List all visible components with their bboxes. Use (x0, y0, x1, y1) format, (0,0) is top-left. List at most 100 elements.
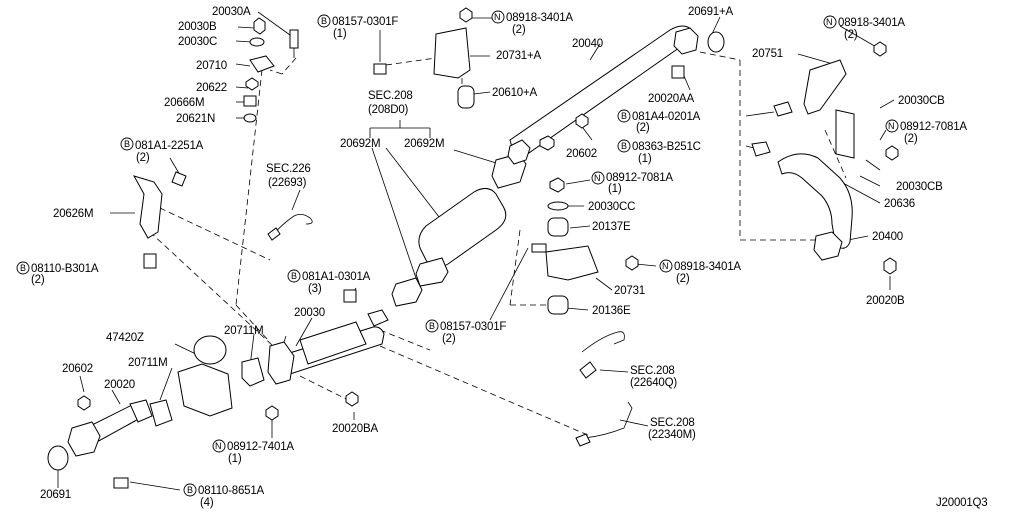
nut-08918-3401A-mid: N 08918-3401A (2) (659, 259, 742, 285)
label-20636: 20636 (884, 198, 915, 210)
bolt-ref-circle-icon (120, 137, 134, 151)
nut-ref-circle-icon (885, 119, 899, 133)
bolt-08363-B251C: B 08363-B251C (1) (617, 139, 701, 165)
bolt-ref-circle-icon (425, 319, 439, 333)
label-sec208-b-sub: (22340M) (648, 429, 696, 441)
label-20040: 20040 (572, 38, 603, 50)
label-20691: 20691 (40, 489, 71, 501)
ref-letter-b: B (621, 141, 627, 151)
nut-08912-7081A-right: N 08912-7081A (2) (885, 119, 968, 145)
bolt-ref-circle-icon (183, 483, 197, 497)
ref-letter-b: B (621, 111, 627, 121)
ref-letter-n: N (215, 441, 222, 451)
label-08918-3401A-right: 08918-3401A (838, 17, 905, 29)
ref-letter-b: B (291, 271, 297, 281)
label-20020B: 20020B (866, 295, 905, 307)
label-20731: 20731 (614, 285, 645, 297)
label-20030CB-b: 20030CB (896, 181, 943, 193)
label-08157-0301F-mid: 08157-0301F (440, 321, 506, 333)
qty-08918-3401A-mid: (2) (676, 273, 690, 285)
nut-ref-circle-icon (591, 171, 605, 185)
label-20602-right: 20602 (566, 148, 597, 160)
qty-08157-0301F-top: (1) (333, 28, 347, 40)
label-08157-0301F-top: 08157-0301F (332, 16, 398, 28)
label-081A1-0301A: 081A1-0301A (302, 271, 371, 283)
nut-ref-circle-icon (823, 15, 837, 29)
label-08110-8651A: 08110-8651A (198, 485, 265, 497)
qty-08918-3401A-top: (2) (512, 24, 526, 36)
nut-ref-circle-icon (212, 439, 226, 453)
qty-08918-3401A-right: (2) (844, 29, 858, 41)
label-20602-left: 20602 (62, 363, 93, 375)
bolt-08157-0301F-top: B 08157-0301F (1) (317, 14, 399, 40)
ref-letter-n: N (662, 261, 669, 271)
label-08912-7081A-right: 08912-7081A (900, 121, 967, 133)
label-08918-3401A-top: 08918-3401A (506, 12, 573, 24)
label-sec208-a: SEC.208 (630, 365, 675, 377)
nut-08918-3401A-top: N 08918-3401A (2) (491, 10, 574, 36)
bolt-08157-0301F-mid: B 08157-0301F (2) (425, 319, 507, 345)
ref-letter-b: B (124, 139, 130, 149)
bolt-08110-B301A: B 08110-B301A (2) (16, 261, 99, 286)
ref-letter-n: N (494, 12, 501, 22)
qty-081A1-0301A: (3) (308, 283, 322, 295)
nut-ref-circle-icon (659, 259, 673, 273)
bolt-ref-circle-icon (617, 109, 631, 123)
qty-08912-7401A: (1) (228, 453, 242, 465)
label-20400: 20400 (872, 231, 903, 243)
label-20137E: 20137E (592, 221, 631, 233)
label-20030B: 20030B (178, 21, 217, 33)
label-sec208-a-sub: (22640Q) (630, 377, 677, 389)
label-sec226-sub: (22693) (268, 177, 307, 189)
bolt-ref-circle-icon (16, 261, 30, 275)
bolt-ref-circle-icon (287, 269, 301, 283)
nut-ref-circle-icon (491, 10, 505, 24)
qty-081A4-0201A: (2) (636, 122, 650, 134)
nut-08912-7401A: N 08912-7401A (1) (212, 439, 295, 465)
label-20622: 20622 (196, 82, 227, 94)
label-08363-B251C: 08363-B251C (632, 141, 701, 153)
label-08912-7081A-mid: 08912-7081A (606, 172, 673, 184)
label-sec208-top-sub: (208D0) (368, 104, 409, 116)
ref-letter-b: B (429, 321, 435, 331)
label-08110-B301A: 08110-B301A (31, 263, 99, 275)
nut-08912-7081A-mid: N 08912-7081A (1) (591, 171, 674, 195)
bolt-081A1-2251A: B 081A1-2251A (2) (120, 137, 204, 164)
qty-08157-0301F-mid: (2) (442, 333, 456, 345)
ref-letter-n: N (594, 173, 601, 183)
label-20626M: 20626M (53, 208, 93, 220)
ref-letter-b: B (321, 16, 327, 26)
ref-letter-n: N (888, 121, 895, 131)
qty-081A1-2251A: (2) (136, 152, 150, 164)
label-20030CC: 20030CC (588, 201, 635, 213)
label-20020: 20020 (104, 379, 135, 391)
label-20751: 20751 (752, 48, 783, 60)
label-20711M-b: 20711M (128, 357, 168, 369)
label-20692M-b: 20692M (404, 138, 444, 150)
leader-lines (57, 11, 895, 491)
label-20030CB-a: 20030CB (898, 95, 945, 107)
label-20030C: 20030C (178, 36, 217, 48)
bolt-ref-circle-icon (317, 14, 331, 28)
nut-08918-3401A-right: N 08918-3401A (2) (823, 15, 906, 41)
qty-08363-B251C: (1) (638, 153, 652, 165)
label-08918-3401A-mid: 08918-3401A (674, 261, 741, 273)
label-sec208-b: SEC.208 (650, 417, 695, 429)
qty-08912-7081A-right: (2) (904, 133, 918, 145)
label-20666M: 20666M (164, 97, 204, 109)
part-labels: 20030A 20030B 20030C 20710 20622 20666M … (16, 6, 988, 509)
label-20691A: 20691+A (688, 6, 733, 18)
bolt-ref-circle-icon (617, 139, 631, 153)
label-20020BA: 20020BA (332, 423, 378, 435)
label-20136E: 20136E (592, 305, 631, 317)
qty-08110-8651A: (4) (200, 497, 214, 509)
ref-letter-b: B (187, 485, 193, 495)
bolt-081A4-0201A: B 081A4-0201A (2) (617, 109, 701, 134)
label-20030A: 20030A (212, 6, 251, 18)
label-20731A: 20731+A (496, 50, 541, 62)
part-shapes (47, 7, 899, 489)
label-sec226: SEC.226 (266, 163, 311, 175)
qty-08110-B301A: (2) (31, 274, 45, 286)
label-20710: 20710 (196, 60, 227, 72)
